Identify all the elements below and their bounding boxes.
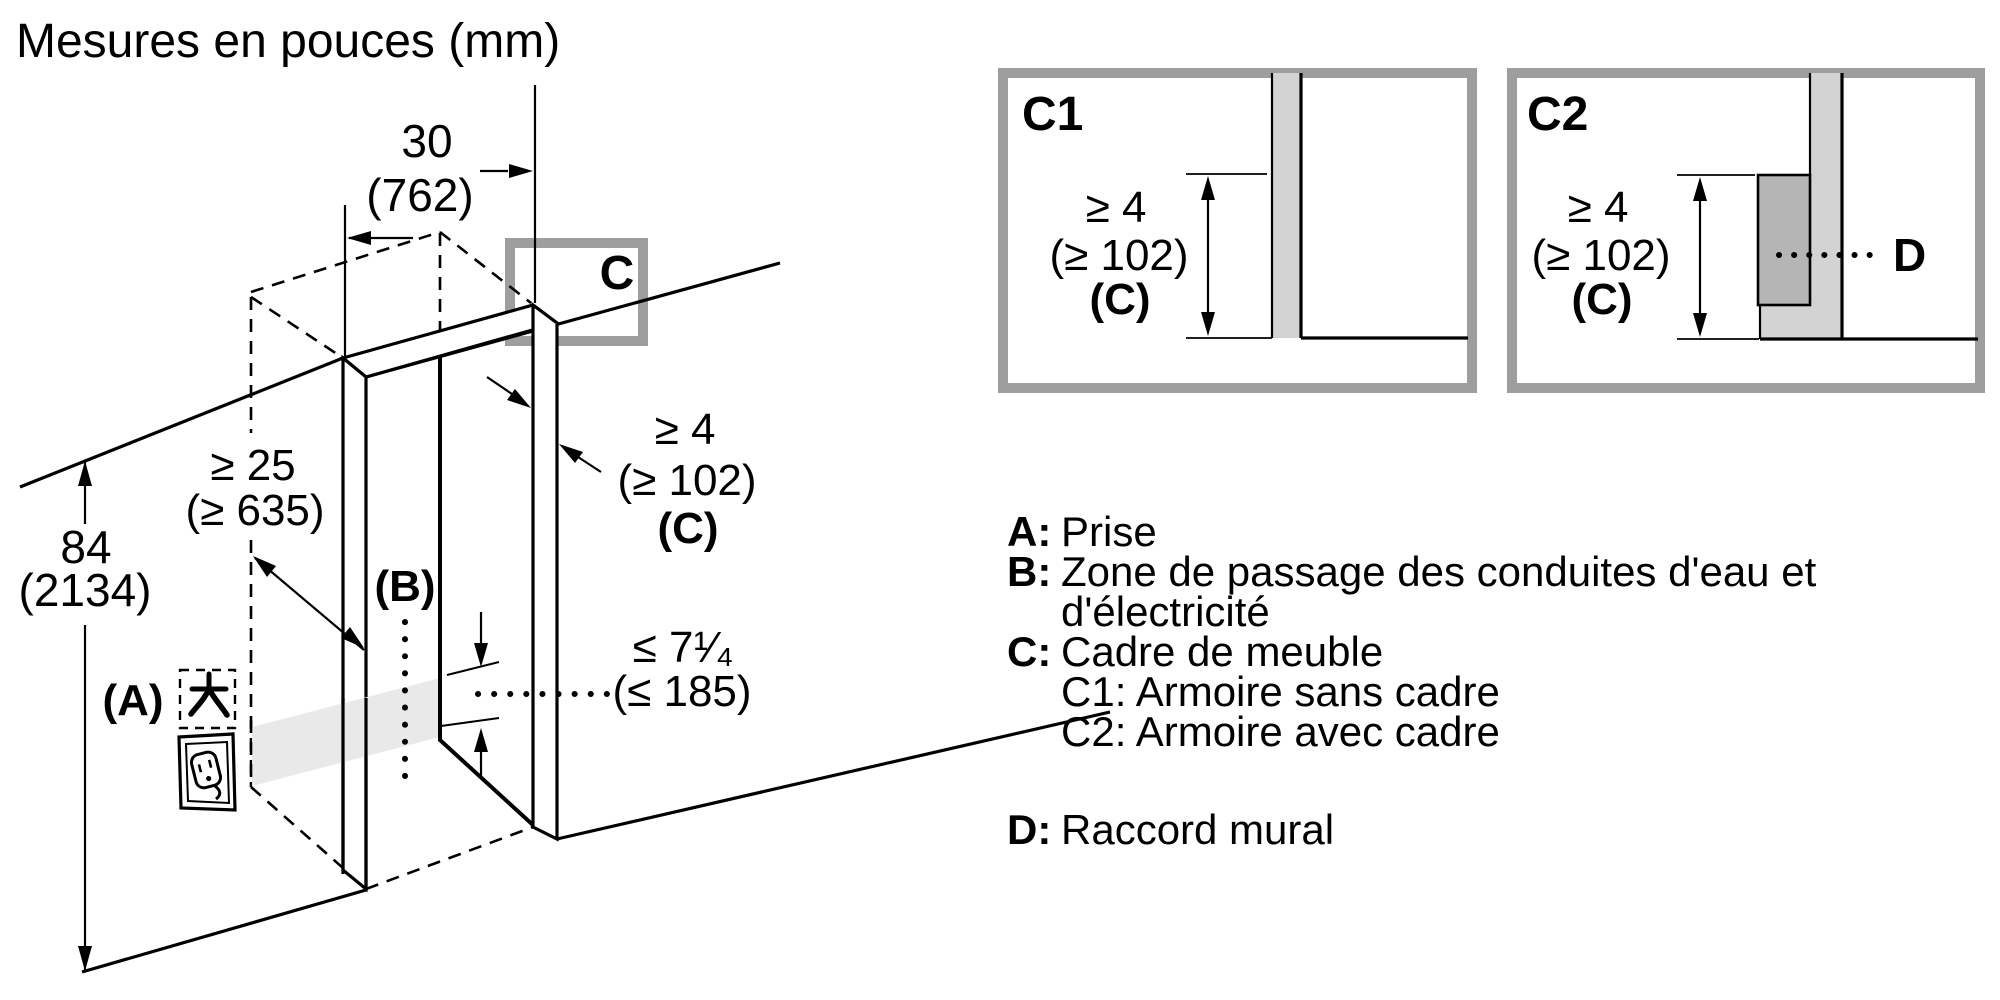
c1-dim-arrow: [1201, 176, 1215, 336]
arrowhead-down-icon: [78, 946, 92, 971]
label-b: (B): [374, 562, 435, 611]
water-valve-box: [178, 668, 237, 730]
label-a: (A): [102, 676, 163, 725]
legend-text-b: Zone de passage des conduites d'eau et d…: [1061, 548, 1817, 635]
arrowhead-up-icon: [474, 728, 488, 752]
detail-c2-frame: [1507, 68, 1985, 393]
legend-item-c: C: Cadre de meuble C1: Armoire sans cadr…: [1007, 628, 1867, 755]
arrowhead-upleft-icon: [253, 556, 276, 577]
dim-frame-ref: (C): [657, 504, 718, 553]
legend-text-d: Raccord mural: [1061, 806, 1335, 853]
dim-depth: ≥ 25 (≥ 635): [185, 441, 365, 651]
frame-left-panel: [341, 354, 368, 893]
c2-label-d: D: [1893, 229, 1926, 281]
page-title: Mesures en pouces (mm): [16, 15, 561, 68]
dim-depth-inches: ≥ 25: [210, 441, 295, 490]
arrowhead-left-icon: [347, 231, 371, 245]
wall-floor-lines: [19, 261, 1111, 974]
legend-item-b: B: Zone de passage des conduites d'eau e…: [1007, 548, 1867, 635]
legend-key-c: C:: [1007, 628, 1052, 675]
floor-edge-right: [556, 710, 1111, 841]
dim-frame-mm: (≥ 102): [617, 456, 756, 505]
frame-right-panel: [531, 301, 559, 842]
arrowhead-downright-icon: [341, 627, 364, 648]
dim-frame-depth: ≥ 4 (≥ 102) (C): [486, 376, 757, 553]
dim-height-inches: 84: [60, 521, 111, 573]
legend-text-c2: C2: Armoire avec cadre: [1061, 708, 1500, 755]
arrowhead-down-icon: [474, 643, 488, 667]
niche-back-corner-edge: [438, 357, 535, 827]
floor-edge-left: [81, 888, 367, 974]
c2-dim-inches: ≥ 4: [1568, 183, 1629, 232]
arrowhead-up-icon: [1201, 176, 1215, 200]
dim-conduit-zone: ≤ 7¹⁄₄ (≤ 185): [440, 612, 752, 776]
outlet-icon: [189, 750, 223, 801]
legend-text-c: Cadre de meuble C1: Armoire sans cadre C…: [1061, 628, 1867, 755]
label-a-group: (A): [102, 668, 237, 812]
arrowhead-down-icon: [1693, 313, 1707, 337]
c1-dim-ref: (C): [1089, 275, 1150, 324]
detail-c1-frame: [998, 68, 1477, 393]
callout-c-label: C: [600, 247, 635, 300]
legend-key-b: B:: [1007, 548, 1052, 595]
dim-depth-mm: (≥ 635): [185, 486, 324, 535]
water-valve-icon: [188, 671, 230, 718]
detail-c1: C1 ≥ 4 (≥ 102) (C): [998, 68, 1477, 393]
dim-height: 84 (2134): [19, 461, 152, 971]
callout-box-c: [505, 238, 648, 346]
legend-key-d: D:: [1007, 806, 1052, 853]
detail-c2-title: C2: [1527, 88, 1588, 141]
c1-section-lines: [1186, 73, 1468, 340]
legend-item-d: D: Raccord mural: [1007, 806, 1867, 853]
detail-c2: C2 D ≥ 4 (≥ 102) (C): [1507, 68, 1985, 393]
dim-width-inches: 30: [401, 115, 452, 167]
wall-top-edge-left: [19, 356, 344, 489]
legend-text-c-main: Cadre de meuble: [1061, 628, 1384, 675]
arrowhead-downright-icon: [507, 389, 531, 408]
band-overlap-lines: [249, 698, 368, 889]
legend: A: Prise B: Zone de passage des conduite…: [1007, 508, 1867, 853]
arrowhead-up-icon: [78, 461, 92, 486]
c1-dim-mm: (≥ 102): [1049, 231, 1188, 280]
detail-c1-title: C1: [1022, 88, 1083, 141]
c1-dim-inches: ≥ 4: [1086, 183, 1147, 232]
c2-panel-section: [1760, 73, 1842, 339]
c2-dim-arrow: [1693, 177, 1707, 337]
c2-section-lines: [1677, 73, 1978, 341]
dim-frame-inches: ≥ 4: [655, 405, 716, 454]
dim-width-mm: (762): [366, 169, 473, 221]
main-scene: 84 (2134) 30 (762) ≥ 25 (≥ 635): [19, 85, 1111, 974]
dim-width: 30 (762): [343, 85, 537, 356]
legend-item-a: A: Prise: [1007, 508, 1867, 555]
c2-dim-mm: (≥ 102): [1531, 231, 1670, 280]
c2-face-frame-section: [1756, 173, 1812, 307]
legend-key-a: A:: [1007, 508, 1052, 555]
conduit-zone-band: [252, 678, 440, 786]
dim-conduit-inches: ≤ 7¹⁄₄: [633, 623, 734, 672]
c2-dim-ref: (C): [1571, 275, 1632, 324]
label-b-group: (B): [374, 562, 436, 779]
arrowhead-down-icon: [1201, 312, 1215, 336]
arrowhead-right-icon: [509, 164, 533, 178]
arrowhead-upleft-icon: [559, 444, 583, 463]
dim-height-mm: (2134): [19, 564, 152, 616]
dim-conduit-mm: (≤ 185): [612, 667, 751, 716]
legend-text-c1: C1: Armoire sans cadre: [1061, 668, 1500, 715]
arrowhead-up-icon: [1693, 177, 1707, 201]
legend-text-a: Prise: [1061, 508, 1157, 555]
c1-panel-section: [1272, 73, 1301, 338]
